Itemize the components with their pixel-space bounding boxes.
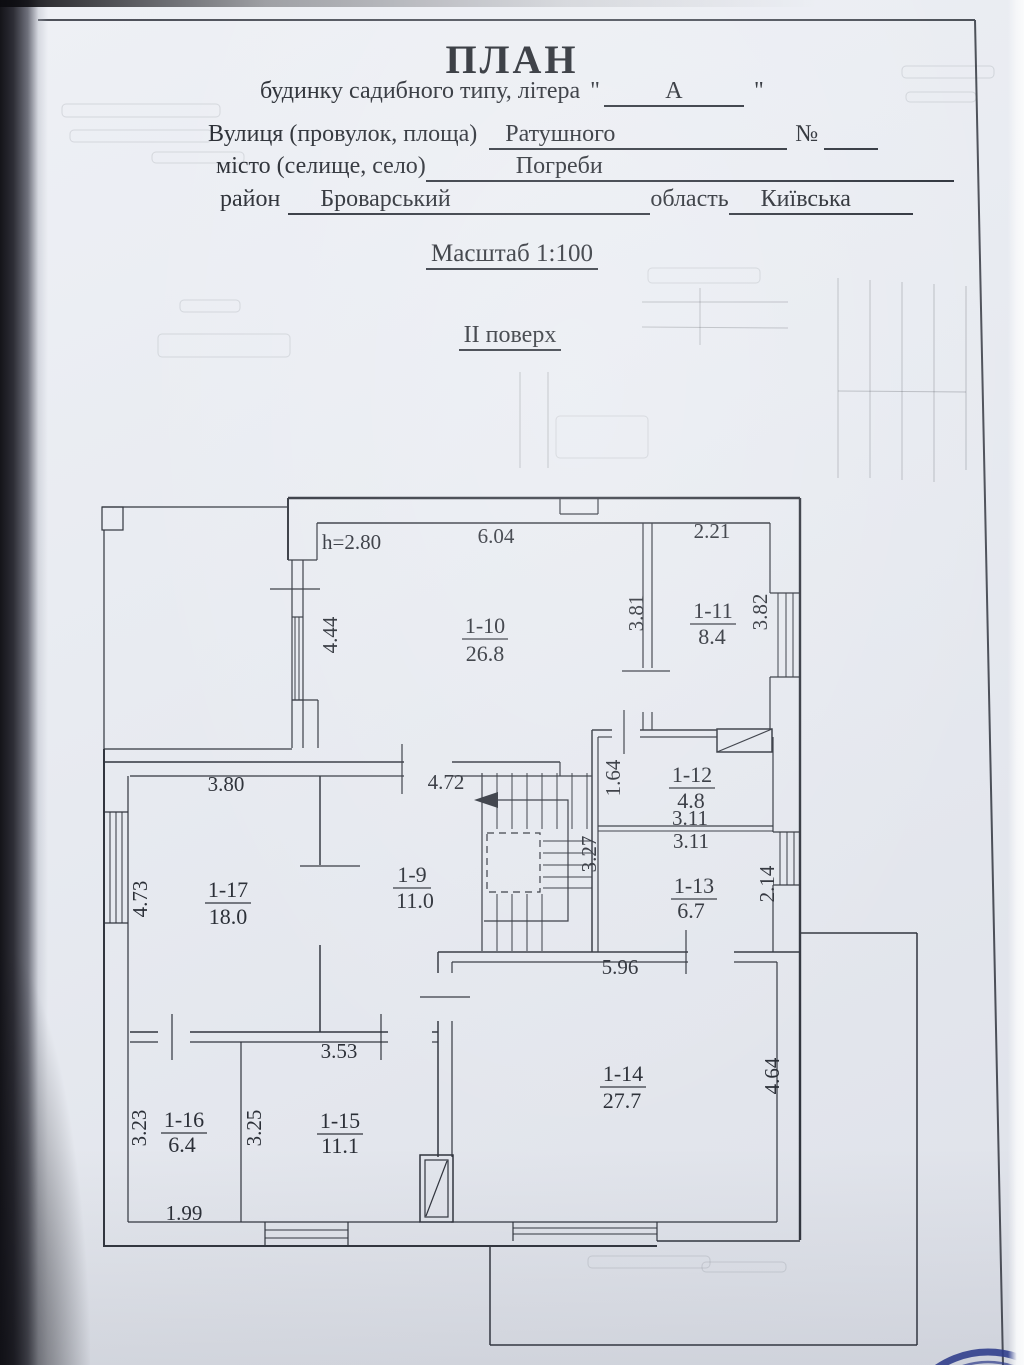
- dim-room13-right: 2.14: [755, 865, 779, 902]
- dim-room17-top: 3.80: [208, 772, 245, 796]
- dim-room12-left: 1.64: [601, 759, 625, 796]
- building-type-label: будинку садибного типу, літера: [260, 78, 581, 104]
- page-title: ПЛАН: [445, 37, 579, 82]
- dim-room11-top: 2.21: [694, 519, 731, 543]
- city-row: місто (селище, село) Погреби: [216, 153, 954, 182]
- room-1-13-area: 6.7: [677, 898, 705, 923]
- dim-room15-left: 3.25: [242, 1110, 266, 1147]
- floor-title: II поверх: [458, 322, 562, 351]
- room-1-14-number: 1-14: [603, 1061, 643, 1086]
- room-1-12-area: 4.8: [677, 788, 705, 813]
- stair-landing-dashed: [486, 832, 541, 893]
- staircase: [474, 773, 592, 951]
- district-label: район: [220, 186, 281, 212]
- scale-row: Масштаб 1:100: [0, 240, 1024, 270]
- floor-row: II поверх: [0, 322, 1020, 351]
- room-1-9-number: 1-9: [397, 862, 426, 887]
- city-field: Погреби: [425, 153, 954, 182]
- room-1-12-number: 1-12: [672, 762, 712, 787]
- page-frame: [38, 19, 1004, 1365]
- room-1-13-number: 1-13: [674, 873, 714, 898]
- room-1-17-number: 1-17: [208, 877, 248, 902]
- dim-room10-top: 6.04: [478, 524, 515, 548]
- room-1-16-number: 1-16: [164, 1107, 204, 1132]
- dim-room9-top: 4.72: [428, 770, 465, 794]
- walls: [103, 496, 802, 1247]
- stair-direction-arrow-icon: [474, 792, 569, 922]
- street-label: Вулиця (провулок, площа): [208, 121, 478, 147]
- oblast-field: Київська: [728, 186, 913, 215]
- room-1-10-area: 26.8: [466, 641, 505, 666]
- district-row: район Броварський область Київська: [220, 186, 913, 215]
- door-opening-ticks: [171, 588, 687, 1060]
- room-1-9-area: 11.0: [396, 888, 434, 913]
- oblast-label: область: [650, 186, 729, 212]
- bleed-through-artifacts: [61, 65, 995, 1273]
- ceiling-height-note: h=2.80: [322, 530, 381, 554]
- ground-footprint-outline: [489, 932, 918, 1346]
- city-label: місто (селище, село): [216, 153, 426, 179]
- close-quote: ": [753, 78, 764, 104]
- room-1-10-number: 1-10: [465, 613, 505, 638]
- dim-room16-left: 3.23: [127, 1110, 151, 1147]
- room-1-14-area: 27.7: [603, 1088, 642, 1113]
- litera-field: А: [603, 78, 744, 107]
- plan-labels: h=2.80 1-10 26.8 1-11 8.4 1-12 4.8 1-13 …: [127, 519, 784, 1225]
- room-1-11-number: 1-11: [693, 598, 733, 623]
- dim-room12-bottom: 3.11: [672, 806, 708, 830]
- dim-room13-top: 3.11: [673, 829, 709, 853]
- room-1-15-number: 1-15: [320, 1108, 360, 1133]
- room-1-15-area: 11.1: [321, 1133, 359, 1158]
- balcony-outline: [101, 506, 292, 750]
- room-1-17-area: 18.0: [209, 904, 248, 929]
- balcony-door-symbol: [419, 1154, 454, 1223]
- dim-room10-left: 4.44: [318, 616, 342, 653]
- number-field: [824, 121, 879, 150]
- dim-stair-side: 3.27: [577, 836, 601, 873]
- room-1-11-area: 8.4: [698, 624, 726, 649]
- number-label: №: [795, 121, 819, 147]
- dim-room11-left: 3.81: [624, 595, 648, 632]
- street-row: Вулиця (провулок, площа) Ратушного №: [208, 121, 879, 150]
- dim-room15-top: 3.53: [321, 1039, 358, 1063]
- windows: [104, 592, 800, 1246]
- open-quote: ": [590, 78, 600, 104]
- street-field: Ратушного: [489, 121, 788, 150]
- district-field: Броварський: [288, 186, 651, 215]
- building-type-row: будинку садибного типу, літера " А ": [260, 78, 768, 107]
- dim-room14-top: 5.96: [602, 955, 639, 979]
- dim-room16-bottom: 1.99: [166, 1201, 203, 1225]
- dim-room11-right: 3.82: [748, 594, 772, 631]
- scale-note: Масштаб 1:100: [426, 240, 598, 270]
- stamp-arc: [934, 1348, 1024, 1365]
- dim-room17-left: 4.73: [128, 881, 152, 918]
- dim-room14-right: 4.64: [760, 1057, 784, 1094]
- room-1-16-area: 6.4: [168, 1132, 196, 1157]
